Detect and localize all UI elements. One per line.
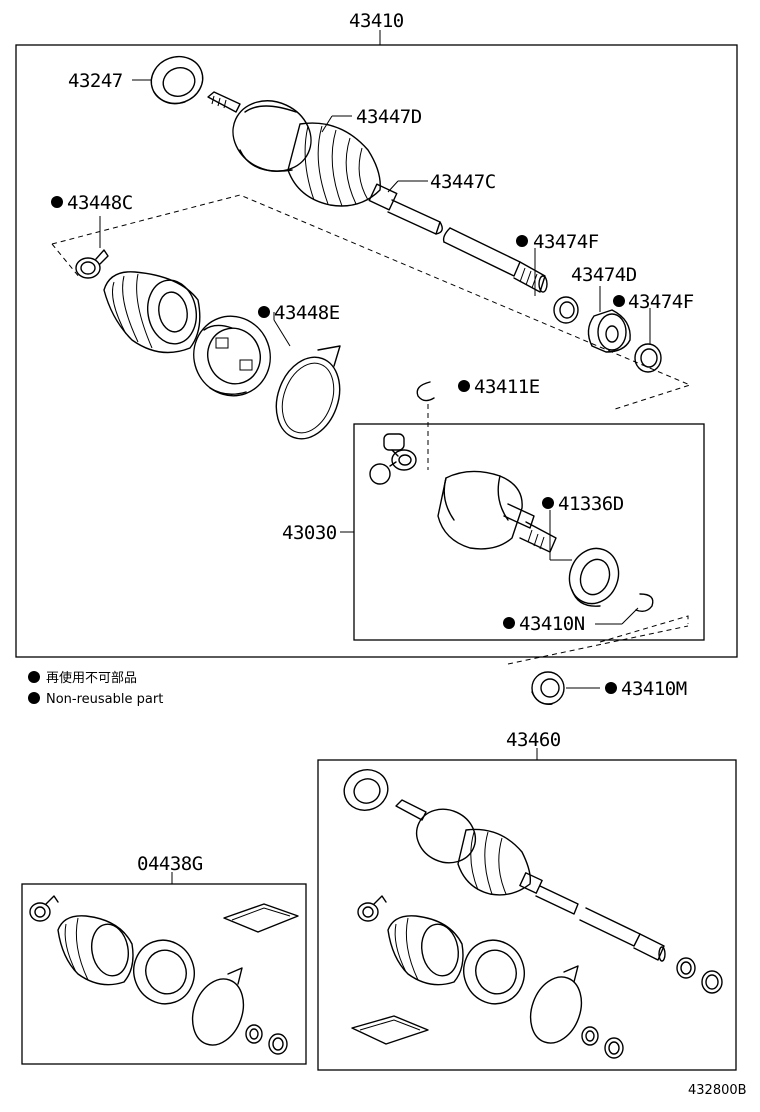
second-boot [387,915,464,986]
label-43410M: 43410M [621,678,687,700]
tripod-spider [369,433,417,485]
boot-kit-dash-outline [51,194,692,411]
label-43411E: 43411E [474,376,540,398]
second-drive-shaft [395,799,666,962]
non-reusable-dot-43448E [258,306,270,318]
label-04438G: 04438G [137,853,203,875]
main-assembly-frame [15,44,738,658]
non-reusable-dot-43411E [458,380,470,392]
label-43460: 43460 [506,729,561,751]
label-43247: 43247 [68,70,123,92]
label-43448C: 43448C [67,192,133,214]
non-reusable-dot-43410N [503,617,515,629]
damper-43474D [587,309,631,353]
seal-43410M [531,671,565,705]
non-reusable-dot-43448C [51,196,63,208]
second-outer-race [463,939,525,1005]
label-43447D: 43447D [356,106,422,128]
second-rings [676,957,723,994]
label-43474D: 43474D [571,264,637,286]
label-43410: 43410 [349,10,404,32]
snap-ring-43411E [416,381,435,402]
legend-english: Non-reusable part [46,692,163,707]
ring-43474F-a [553,296,579,324]
legend-dot-japanese [28,671,40,683]
outer-race [193,315,271,397]
second-assembly-frame [317,759,737,1071]
diagram-id: 432800B [688,1083,747,1098]
clamp-43448C [75,249,109,279]
legend-japanese: 再使用不可部品 [46,670,137,686]
label-43474F-b: 43474F [628,291,694,313]
oil-seal-41336D [568,547,620,607]
non-reusable-dot-43410M [605,682,617,694]
second-small-rings [581,1026,624,1059]
kit-clamp [29,895,59,922]
second-seal [343,769,389,811]
kit-band [191,967,245,1046]
seal-ring-43247 [150,55,204,105]
non-reusable-dot-41336D [542,497,554,509]
second-band [529,965,583,1044]
label-43448E: 43448E [274,302,340,324]
label-43030: 43030 [282,522,337,544]
non-reusable-dot-43474F-b [613,295,625,307]
clamp-band-43448E [275,345,341,440]
label-41336D: 41336D [558,493,624,515]
circlip-43410N [635,593,654,613]
second-grease-pack [351,1015,429,1045]
second-clamp [357,895,387,922]
label-43474F-a: 43474F [533,231,599,253]
label-43447C: 43447C [430,171,496,193]
kit-grease-pack [223,903,299,933]
inner-joint-housing [437,470,557,553]
legend-dot-english [28,692,40,704]
boot-kit-frame [21,883,307,1065]
kit-boot [57,915,134,986]
boot-outer [103,271,201,354]
drive-shaft-assembly [207,91,548,293]
kit-outer-race [133,939,195,1005]
ring-43474F-b [634,343,662,373]
label-43410N: 43410N [519,613,585,635]
kit-small-rings [245,1024,288,1055]
non-reusable-dot-43474F-a [516,235,528,247]
